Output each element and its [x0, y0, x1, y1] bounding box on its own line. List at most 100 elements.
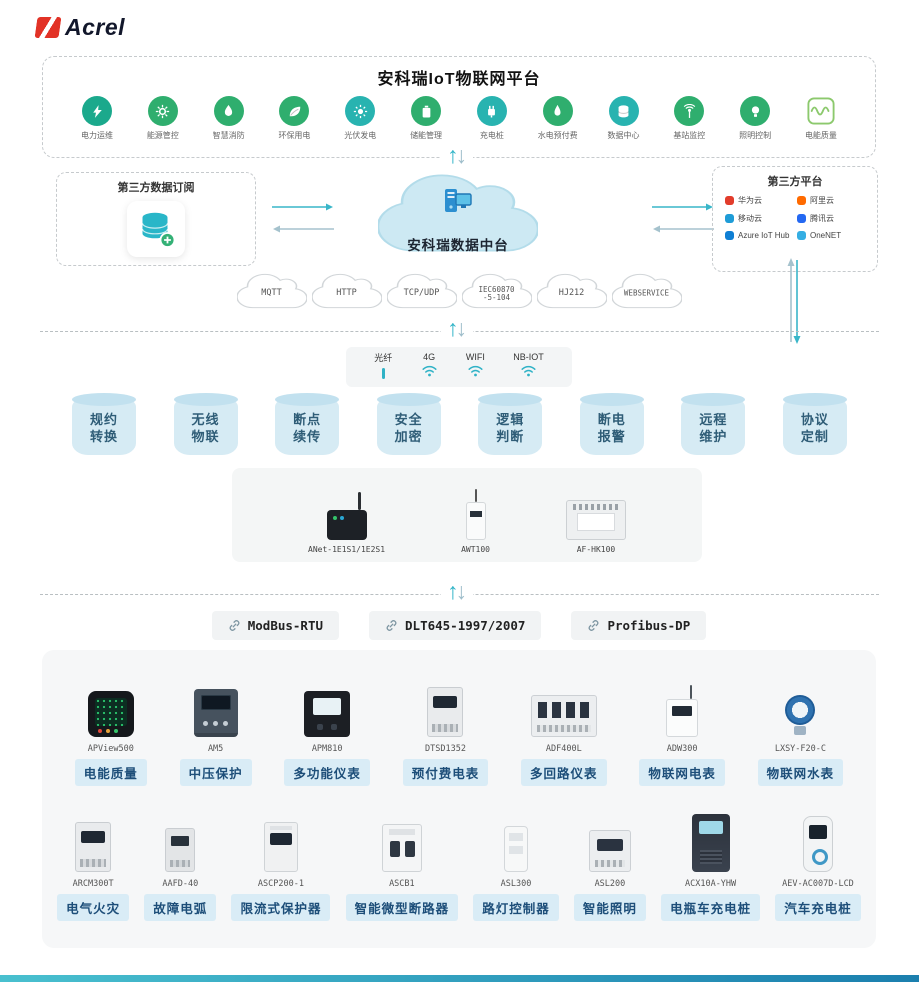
feature-wireless-iot: 无线物联: [173, 393, 238, 455]
protocol-tag-dlt645: DLT645-1997/2007: [369, 611, 542, 640]
device-category-tag: 多回路仪表: [521, 758, 607, 786]
data-middle-platform-label: 安科瑞数据中台: [407, 238, 509, 253]
app-prepaid-utilities: 水电预付费: [528, 96, 588, 141]
acrel-logo: Acrel: [34, 14, 126, 41]
device-image: [263, 822, 298, 873]
wifi-icon: [468, 365, 483, 377]
updown-arrows-right-tall: [786, 256, 802, 351]
device-category-tag: 中压保护: [179, 758, 252, 786]
app-lighting-control: 照明控制: [725, 96, 785, 141]
updown-arrows-bottom: ↑ ↓: [441, 580, 473, 603]
device-row-2: ARCM300T 电气火灾 AAFD-40 故障电弧 ASCP200-1 限流式…: [42, 812, 876, 922]
device-apview500: APView500 电能质量: [74, 677, 147, 786]
device-category-tag: 智能微型断路器: [345, 894, 459, 922]
down-arrow-icon: ↓: [455, 315, 468, 341]
device-lxsy-f20-c: LXSY-F20-C 物联网水表: [757, 677, 844, 786]
flame-icon: [213, 96, 244, 126]
device-category-tag: 汽车充电桩: [775, 894, 861, 922]
device-image: [75, 822, 112, 873]
feature-encryption: 安全加密: [376, 393, 441, 455]
app-label: 数据中心: [607, 131, 640, 140]
device-ascb1: ASCB1 智能微型断路器: [345, 812, 459, 922]
device-image: [530, 694, 597, 737]
server-icon: [445, 189, 472, 212]
conn-fiber: 光纤: [374, 351, 392, 384]
gateway-features-row: 规约转换 无线物联 断点续传 安全加密 逻辑判断 断电报警 远程维护 协议定制: [72, 393, 847, 455]
app-base-station: 基站监控: [659, 96, 719, 141]
third-party-platform-list: 华为云 阿里云 移动云 腾讯云 Azure IoT Hub OneNET: [713, 189, 877, 240]
app-energy-management: 能源管控: [133, 96, 193, 141]
wifi-icon: [422, 365, 437, 377]
left-box-title: 第三方数据订阅: [117, 182, 195, 194]
app-eco-power: 环保用电: [264, 96, 324, 141]
feature-logic-judgement: 逻辑判断: [478, 393, 543, 455]
app-power-quality: 电能质量: [791, 96, 851, 141]
app-label: 能源管控: [146, 131, 179, 140]
protocol-cloud-iec60870: IEC60870 -5-104: [461, 272, 532, 310]
device-category-tag: 预付费电表: [402, 758, 489, 786]
device-category-tag: 电气火灾: [57, 894, 130, 922]
platform-huaweicloud: 华为云: [725, 195, 795, 206]
left-arrow-icon: [273, 225, 334, 233]
platform-tencentcloud: 腾讯云: [797, 213, 867, 224]
gear-icon: [147, 96, 178, 126]
platform-onenet: OneNET: [797, 231, 867, 240]
app-energy-storage: 储能管理: [396, 96, 456, 141]
antenna-icon: [674, 96, 705, 126]
device-image: [802, 816, 833, 873]
acrel-logo-text: Acrel: [65, 14, 126, 40]
exchange-arrows-left: [270, 202, 336, 234]
bolt-icon: [82, 96, 112, 126]
device-dtsd1352: DTSD1352 预付费电表: [402, 677, 489, 786]
connectivity-bar: 光纤 4G WIFI NB-IOT: [346, 347, 572, 387]
protocol-cloud-http: HTTP: [311, 272, 382, 310]
protocol-tag-profibus: Profibus-DP: [571, 611, 707, 640]
device-image: [666, 684, 699, 737]
field-devices-box: APView500 电能质量 AM5 中压保护 APM810 多功能仪表 DTS…: [42, 650, 876, 948]
app-label: 电能质量: [804, 131, 837, 140]
device-image: [588, 830, 631, 873]
north-protocols-row: MQTT HTTP TCP/UDP IEC60870 -5-104 HJ212 …: [42, 272, 876, 310]
wifi-icon: [521, 365, 536, 377]
feature-power-loss-alarm: 断电报警: [579, 393, 644, 455]
onenet-logo-icon: [797, 231, 806, 240]
device-category-tag: 物联网电表: [639, 758, 725, 786]
link-icon: [229, 620, 240, 631]
conn-4g: 4G: [421, 352, 438, 382]
device-image: [427, 686, 464, 737]
app-smart-fire: 智慧消防: [199, 96, 259, 141]
device-image: [87, 690, 134, 737]
protocol-cloud-hj212: HJ212: [536, 272, 607, 310]
footer-accent-bar: [0, 975, 919, 982]
app-label: 基站监控: [673, 131, 706, 140]
fiber-icon: [381, 367, 385, 379]
app-label: 充电桩: [479, 131, 504, 140]
device-asl200: ASL200 智能照明: [573, 812, 646, 922]
device-image: [165, 828, 196, 873]
device-asl300: ASL300 路灯控制器: [473, 812, 559, 922]
device-apm810: APM810 多功能仪表: [284, 677, 370, 786]
field-protocols-row: ModBus-RTU DLT645-1997/2007 Profibus-DP: [42, 611, 876, 640]
gateway-afhk100: AF-HK100: [565, 484, 626, 554]
gateway-anet-image: [326, 492, 367, 540]
feature-protocol-conversion: 规约转换: [72, 393, 136, 455]
device-am5: AM5 中压保护: [179, 677, 252, 786]
exchange-arrows-right: [650, 202, 716, 234]
leaf-icon: [279, 96, 310, 126]
feature-resume-transfer: 断点续传: [275, 393, 340, 455]
protocol-cloud-tcp-udp: TCP/UDP: [386, 272, 457, 310]
device-row-1: APView500 电能质量 AM5 中压保护 APM810 多功能仪表 DTS…: [42, 677, 876, 786]
app-label: 智慧消防: [212, 131, 245, 140]
link-icon: [589, 620, 599, 631]
data-middle-platform-cloud: 安科瑞数据中台: [378, 170, 538, 256]
wave-icon: [806, 96, 836, 126]
device-category-tag: 智能照明: [573, 894, 646, 922]
feature-custom-protocol: 协议定制: [782, 393, 847, 455]
updown-arrows-middle: ↑ ↓: [441, 317, 473, 340]
device-aafd-40: AAFD-40 故障电弧: [144, 812, 217, 922]
left-arrow-icon: [653, 225, 714, 233]
down-arrow-icon: ↓: [455, 578, 468, 604]
cloud-icon: [378, 174, 538, 252]
protocol-cloud-webservice: WEBSERVICE: [611, 272, 682, 310]
gateway-awt100: AWT100: [461, 484, 490, 554]
